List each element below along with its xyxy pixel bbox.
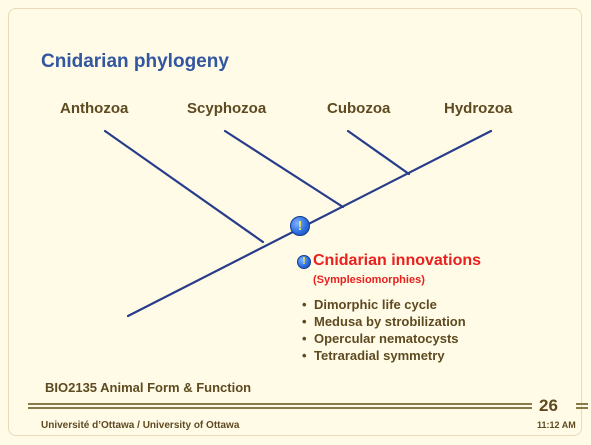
footer-divider bbox=[28, 407, 532, 409]
bullet-dot: • bbox=[302, 331, 307, 346]
list-item: • Tetraradial symmetry bbox=[302, 347, 466, 364]
taxon-label-cubozoa: Cubozoa bbox=[327, 100, 391, 117]
taxon-label-scyphozoa: Scyphozoa bbox=[187, 100, 267, 117]
bullet-dot: • bbox=[302, 314, 307, 329]
list-item: • Dimorphic life cycle bbox=[302, 296, 466, 313]
innovations-subheading: (Symplesiomorphies) bbox=[313, 274, 425, 286]
list-item-text: Opercular nematocysts bbox=[314, 331, 459, 346]
innovations-list: • Dimorphic life cycle • Medusa by strobil… bbox=[302, 296, 466, 364]
footer-divider bbox=[576, 403, 588, 405]
list-item: • Medusa by strobilization bbox=[302, 313, 466, 330]
list-item-text: Dimorphic life cycle bbox=[314, 297, 437, 312]
footer-divider bbox=[28, 403, 532, 405]
innovation-bullet-icon: ! bbox=[297, 255, 311, 269]
list-item: • Opercular nematocysts bbox=[302, 330, 466, 347]
university-name: Université d’Ottawa / University of Otta… bbox=[41, 420, 240, 431]
bullet-dot: • bbox=[302, 297, 307, 312]
taxon-label-anthozoa: Anthozoa bbox=[60, 100, 129, 117]
taxon-label-hydrozoa: Hydrozoa bbox=[444, 100, 513, 117]
footer-divider bbox=[576, 407, 588, 409]
innovations-heading: Cnidarian innovations bbox=[313, 252, 482, 269]
slide-time: 11:12 AM bbox=[537, 420, 576, 430]
bullet-dot: • bbox=[302, 348, 307, 363]
list-item-text: Tetraradial symmetry bbox=[314, 348, 445, 363]
slide-title: Cnidarian phylogeny bbox=[41, 51, 229, 72]
course-name: BIO2135 Animal Form & Function bbox=[45, 380, 252, 395]
list-item-text: Medusa by strobilization bbox=[314, 314, 466, 329]
slide-number: 26 bbox=[539, 396, 558, 415]
innovation-marker-icon: ! bbox=[290, 216, 310, 236]
